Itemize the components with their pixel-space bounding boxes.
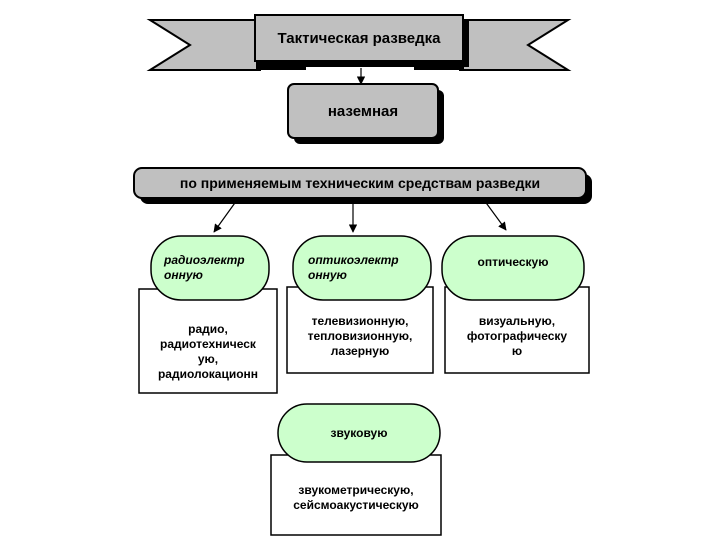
- type-label-acoustic: звуковую: [330, 426, 388, 440]
- criterion-box-group: [133, 167, 592, 204]
- type-label-optoelectronic: оптикоэлектр онную: [308, 253, 399, 282]
- details-optical: визуальную, фотографическу ю: [466, 313, 568, 358]
- pill-optical: [441, 235, 585, 301]
- details-radioelectronic: радио, радиотехническ ую, радиолокационн: [157, 322, 259, 381]
- arrow-to-optical: [483, 199, 507, 231]
- details-acoustic: звукометрическую, сейсмоакустическую: [293, 483, 419, 512]
- arrow-to-radioelectronic: [213, 199, 238, 233]
- criterion-box: [133, 167, 587, 199]
- detail-box-optical: [444, 286, 590, 374]
- category-box-group: [287, 83, 444, 144]
- details-optoelectronic: телевизионную, тепловизионную, лазерную: [307, 313, 413, 358]
- ribbon-right-tail: [459, 19, 572, 71]
- ribbon-left-tail: [146, 19, 261, 71]
- category-box: [287, 83, 439, 139]
- ribbon-banner: [146, 14, 572, 71]
- pill-optoelectronic: [292, 235, 432, 301]
- detail-box-acoustic: [270, 454, 442, 536]
- pill-radioelectronic: [150, 235, 270, 301]
- detail-box-optoelectronic: [286, 286, 434, 374]
- category-label: наземная: [327, 102, 399, 120]
- criterion-label: по применяемым техническим средствам раз…: [179, 175, 541, 191]
- type-label-optical: оптическую: [477, 255, 549, 269]
- ribbon-face: [254, 14, 464, 62]
- banner-title: Тактическая разведка: [277, 29, 441, 47]
- type-label-radioelectronic: радиоэлектр онную: [164, 253, 245, 282]
- pill-acoustic: [277, 403, 441, 463]
